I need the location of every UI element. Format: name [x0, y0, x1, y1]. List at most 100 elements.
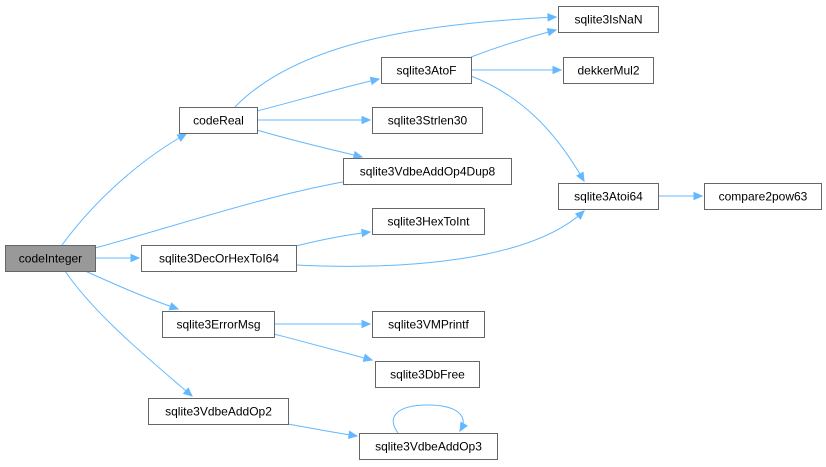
edge-codeReal-to-sqlite3IsNaN [234, 13, 558, 108]
arrowhead [130, 253, 141, 263]
edge-line [61, 133, 187, 246]
node-sqlite3ErrorMsg[interactable]: sqlite3ErrorMsg [162, 311, 275, 338]
node-box [162, 311, 275, 338]
node-sqlite3HexToInt[interactable]: sqlite3HexToInt [372, 208, 485, 235]
node-compare2pow63[interactable]: compare2pow63 [704, 183, 822, 210]
arrowhead [362, 353, 374, 362]
node-box [148, 398, 289, 425]
arrowhead [182, 387, 193, 397]
node-sqlite3AtoF[interactable]: sqlite3AtoF [381, 57, 472, 84]
arrowhead [547, 13, 558, 22]
node-label: sqlite3VMPrintf [388, 318, 469, 332]
edge-line [256, 129, 363, 158]
edge-line [273, 333, 373, 361]
node-box [563, 57, 654, 84]
edge-codeReal-to-sqlite3VdbeAddOp4Dup8 [256, 129, 364, 160]
node-label: sqlite3VdbeAddOp2 [165, 405, 272, 419]
arrowhead [552, 65, 563, 75]
edge-sqlite3AtoF-to-sqlite3IsNaN [470, 28, 558, 58]
node-box [381, 57, 472, 84]
edge-sqlite3AtoF-to-sqlite3Atoi64 [470, 75, 585, 183]
node-label: sqlite3HexToInt [387, 215, 470, 229]
node-dekkerMul2[interactable]: dekkerMul2 [563, 57, 654, 84]
node-label: sqlite3DecOrHexToI64 [159, 252, 279, 266]
edge-line [234, 16, 557, 108]
node-sqlite3Atoi64[interactable]: sqlite3Atoi64 [558, 183, 659, 210]
edge-codeInteger-to-codeReal [61, 133, 188, 246]
node-sqlite3Strlen30[interactable]: sqlite3Strlen30 [372, 107, 483, 134]
edge-line [392, 404, 464, 434]
arrowhead [546, 28, 558, 37]
edge-line [287, 423, 358, 437]
arrowhead [361, 115, 372, 125]
edge-codeInteger-to-sqlite3DecOrHexToI64 [95, 253, 141, 263]
arrowhead [693, 191, 704, 201]
node-box [375, 361, 480, 388]
edge-codeReal-to-sqlite3AtoF [256, 76, 381, 112]
node-label: sqlite3IsNaN [574, 13, 642, 27]
edges-layer [61, 13, 704, 439]
node-box [179, 107, 258, 134]
arrowhead [459, 421, 468, 433]
node-box [704, 183, 822, 210]
edge-line [64, 270, 193, 397]
node-box [558, 6, 659, 33]
node-label: sqlite3Strlen30 [388, 114, 468, 128]
edge-sqlite3Atoi64-to-compare2pow63 [658, 191, 704, 201]
edge-line [295, 210, 585, 267]
edge-line [94, 179, 355, 249]
edge-codeInteger-to-sqlite3VdbeAddOp4Dup8 [94, 177, 356, 249]
arrowhead [361, 319, 372, 329]
edge-sqlite3ErrorMsg-to-sqlite3VMPrintf [274, 319, 372, 329]
edge-line [470, 75, 585, 182]
node-label: sqlite3AtoF [396, 64, 456, 78]
node-box [343, 158, 512, 185]
edge-line [256, 78, 380, 112]
arrowhead [369, 76, 381, 86]
edge-codeReal-to-sqlite3Strlen30 [257, 115, 372, 125]
arrowhead [176, 133, 188, 142]
node-sqlite3VMPrintf[interactable]: sqlite3VMPrintf [372, 311, 485, 338]
node-sqlite3IsNaN[interactable]: sqlite3IsNaN [558, 6, 659, 33]
edge-sqlite3ErrorMsg-to-sqlite3DbFree [273, 333, 374, 362]
edge-line [84, 270, 179, 310]
node-label: sqlite3Atoi64 [574, 190, 643, 204]
node-label: codeReal [193, 114, 244, 128]
node-sqlite3VdbeAddOp2[interactable]: sqlite3VdbeAddOp2 [148, 398, 289, 425]
arrowhead [361, 228, 372, 238]
arrowhead [352, 150, 364, 160]
node-codeInteger[interactable]: codeInteger [5, 245, 96, 272]
arrowhead [574, 210, 585, 220]
node-box [372, 208, 485, 235]
edge-codeInteger-to-sqlite3VdbeAddOp2 [64, 270, 193, 397]
arrowhead [347, 430, 359, 439]
edge-sqlite3VdbeAddOp2-to-sqlite3VdbeAddOp3 [287, 423, 359, 439]
node-box [359, 433, 498, 460]
node-label: sqlite3ErrorMsg [176, 318, 260, 332]
nodes-layer: codeInteger codeReal sqlite3IsNaN sqlite3At… [5, 6, 822, 460]
arrowhead [168, 302, 180, 311]
node-box [5, 245, 96, 272]
node-codeReal[interactable]: codeReal [179, 107, 258, 134]
node-label: compare2pow63 [719, 190, 808, 204]
node-sqlite3VdbeAddOp3[interactable]: sqlite3VdbeAddOp3 [359, 433, 498, 460]
node-label: sqlite3VdbeAddOp3 [375, 440, 482, 454]
arrowhead [576, 171, 585, 183]
edge-sqlite3AtoF-to-dekkerMul2 [471, 65, 563, 75]
node-sqlite3VdbeAddOp4Dup8[interactable]: sqlite3VdbeAddOp4Dup8 [343, 158, 512, 185]
node-label: codeInteger [19, 252, 82, 266]
node-box [372, 311, 485, 338]
node-sqlite3DbFree[interactable]: sqlite3DbFree [375, 361, 480, 388]
edge-codeInteger-to-sqlite3ErrorMsg [84, 270, 180, 311]
edge-sqlite3VdbeAddOp3-to-sqlite3VdbeAddOp3 [392, 404, 468, 434]
edge-sqlite3DecOrHexToI64-to-sqlite3Atoi64 [295, 210, 585, 267]
node-label: sqlite3VdbeAddOp4Dup8 [360, 165, 496, 179]
node-label: dekkerMul2 [577, 64, 639, 78]
edge-sqlite3DecOrHexToI64-to-sqlite3HexToInt [295, 228, 372, 247]
edge-line [470, 29, 557, 58]
node-label: sqlite3DbFree [390, 368, 465, 382]
node-box [141, 245, 297, 272]
edge-line [295, 231, 371, 247]
node-sqlite3DecOrHexToI64[interactable]: sqlite3DecOrHexToI64 [141, 245, 297, 272]
